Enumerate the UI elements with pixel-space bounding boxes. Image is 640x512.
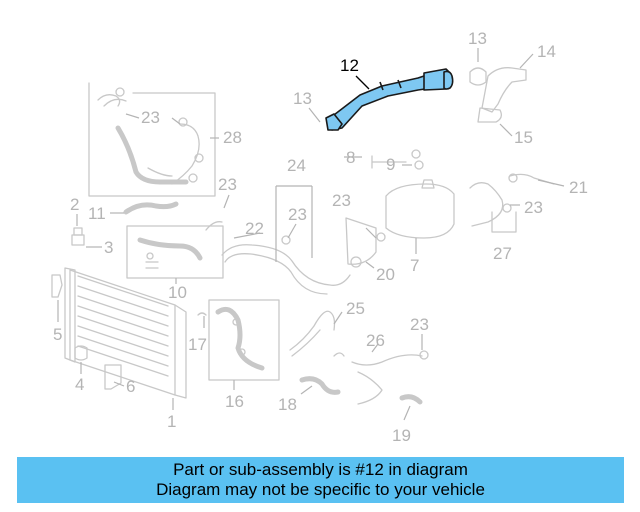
parts-diagram: 12 13 13 14 15 23 28 8 9 24 23 23 23 21 … <box>51 29 588 445</box>
callout-27: 27 <box>493 244 512 263</box>
callout-8: 8 <box>346 148 355 167</box>
callout-23-center-c: 23 <box>332 191 351 210</box>
callout-23-lower: 23 <box>410 315 429 334</box>
callout-6: 6 <box>126 377 135 396</box>
radiator <box>64 267 187 399</box>
callouts: 12 13 13 14 15 23 28 8 9 24 23 23 23 21 … <box>53 29 588 445</box>
callout-23-right: 23 <box>524 198 543 217</box>
callout-13-left: 13 <box>293 89 312 108</box>
callout-23-box28: 23 <box>141 108 160 127</box>
central-hoses <box>197 221 351 395</box>
callout-4: 4 <box>75 375 84 394</box>
callout-26: 26 <box>366 331 385 350</box>
callout-20: 20 <box>376 265 395 284</box>
callout-12: 12 <box>340 56 359 75</box>
banner-line-1: Part or sub-assembly is #12 in diagram <box>173 460 468 479</box>
callout-11: 11 <box>88 204 106 223</box>
right-upper-parts <box>371 67 555 233</box>
callout-2: 2 <box>70 195 79 214</box>
callout-25: 25 <box>346 299 365 318</box>
callout-28: 28 <box>223 128 242 147</box>
callout-22: 22 <box>245 219 264 238</box>
part-12-highlight <box>325 68 454 131</box>
banner-line-2: Diagram may not be specific to your vehi… <box>156 480 485 499</box>
callout-7: 7 <box>410 256 419 275</box>
callout-9: 9 <box>386 155 395 174</box>
callout-16: 16 <box>225 392 244 411</box>
coolant-reservoir <box>345 179 455 268</box>
callout-18: 18 <box>278 395 297 414</box>
info-banner: Part or sub-assembly is #12 in diagram D… <box>17 457 624 503</box>
callout-1: 1 <box>167 412 176 431</box>
callout-3: 3 <box>104 238 113 257</box>
hose-kit-16 <box>208 299 280 381</box>
callout-13-right: 13 <box>468 29 487 48</box>
pipe-26 <box>351 350 429 405</box>
callout-15: 15 <box>514 128 533 147</box>
callout-10: 10 <box>168 283 187 302</box>
callout-23-center-b: 23 <box>288 205 307 224</box>
callout-19: 19 <box>392 426 411 445</box>
callout-21: 21 <box>569 178 588 197</box>
hose-kit-28 <box>88 82 216 197</box>
callout-5: 5 <box>53 325 62 344</box>
callout-17: 17 <box>188 335 207 354</box>
callout-23-center-a: 23 <box>218 175 237 194</box>
left-small-parts <box>51 201 179 390</box>
callout-24: 24 <box>287 156 306 175</box>
hose-kit-10 <box>126 225 224 279</box>
callout-14: 14 <box>537 42 556 61</box>
